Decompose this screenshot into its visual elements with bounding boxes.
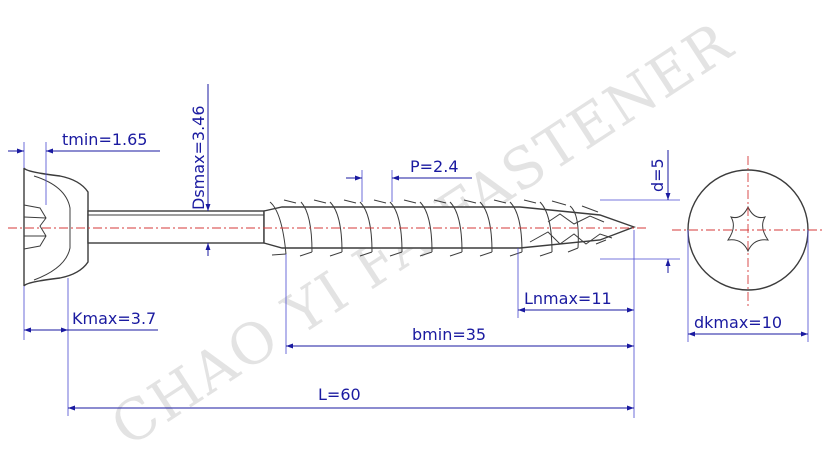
dimension-dkmax: dkmax=10 [687, 230, 809, 342]
d-label: d=5 [648, 158, 667, 192]
tmin-label: tmin=1.65 [62, 130, 147, 149]
l-label: L=60 [318, 385, 361, 404]
dimension-kmax: Kmax=3.7 [23, 278, 158, 416]
dkmax-label: dkmax=10 [694, 313, 782, 332]
lnmax-label: Lnmax=11 [524, 289, 612, 308]
threaded-body [263, 206, 637, 249]
dimension-pitch: P=2.4 [346, 157, 472, 202]
screw-shank [87, 210, 265, 244]
screw-head [23, 167, 89, 287]
centerlines [8, 156, 825, 306]
dimension-tmin: tmin=1.65 [8, 130, 160, 205]
dimension-d: d=5 [600, 150, 680, 273]
dimension-l: L=60 [68, 385, 634, 411]
dimension-bmin: bmin=35 [285, 230, 635, 418]
dimension-lnmax: Lnmax=11 [517, 248, 634, 318]
bmin-label: bmin=35 [412, 325, 486, 344]
thread-crests [269, 199, 613, 257]
pitch-label: P=2.4 [410, 157, 459, 176]
torx-recess-icon [726, 205, 770, 253]
dsmax-label: Dsmax=3.46 [189, 105, 208, 210]
screw-side-view [23, 167, 637, 287]
kmax-label: Kmax=3.7 [72, 309, 156, 328]
drive-recess-section [23, 204, 47, 250]
dimension-dsmax: Dsmax=3.46 [189, 84, 211, 256]
